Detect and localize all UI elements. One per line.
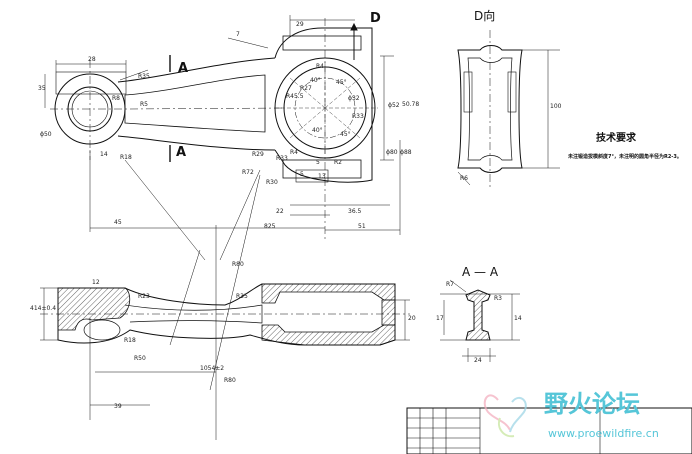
dim-label: 5: [300, 171, 304, 178]
top-view: [44, 15, 401, 440]
watermark-brand: 野火论坛: [544, 390, 640, 418]
dim-label: R18: [120, 154, 132, 161]
dim-label: R3: [494, 295, 502, 302]
dim-label: R29: [252, 151, 264, 158]
dim-label: 45: [114, 219, 122, 226]
view-d-title: D向: [474, 9, 496, 23]
dim-label: 14: [514, 315, 522, 322]
dim-label: 1054±2: [200, 365, 225, 372]
dim-label: 5: [316, 159, 320, 166]
dim-label: R80: [232, 261, 244, 268]
dim-label: R7: [446, 281, 454, 288]
dim-label: R8: [112, 95, 120, 102]
dim-label: 50.78: [402, 101, 420, 108]
dim-label: R27: [300, 85, 312, 92]
section-aa-profile: [465, 289, 491, 341]
big-end-outline: [274, 27, 373, 183]
dim-label: 100: [550, 103, 562, 110]
dim-label: R50: [134, 355, 146, 362]
shank-outline: [117, 57, 276, 151]
watermark-logo-icon: [483, 394, 527, 438]
dim-label: ϕ80: [386, 149, 398, 156]
dim-label: 17: [436, 315, 444, 322]
dim-label: 22: [276, 208, 284, 215]
dim-label: 7: [236, 31, 240, 38]
dim-label: 45°: [340, 131, 351, 138]
dim-label: R18: [124, 337, 136, 344]
front-view: [40, 283, 410, 420]
dim-label: R2: [334, 159, 342, 166]
watermark-url: www.proewildfire.cn: [548, 427, 659, 440]
d-view: [457, 30, 560, 190]
dim-label: R33: [352, 113, 364, 120]
dim-label: R72: [242, 169, 254, 176]
dim-label: R23: [138, 293, 150, 300]
dim-label: 825: [264, 223, 276, 230]
tech-requirements-note: 未注锻造拔模斜度7°，未注明的圆角半径为R2-3。: [568, 154, 682, 160]
dim-label: 45°: [336, 79, 347, 86]
dim-label: 36.5: [348, 208, 362, 215]
dim-label: 40°: [312, 127, 323, 134]
dim-label: 12: [92, 279, 100, 286]
dim-label: R4: [316, 63, 324, 70]
section-a-mark-lower: A: [176, 145, 187, 160]
dim-label: ϕ52: [388, 102, 400, 109]
dim-label: R35: [236, 293, 248, 300]
title-block: [406, 407, 692, 454]
dim-label: 414±0.4: [30, 305, 57, 312]
dim-label: R6: [460, 175, 468, 182]
dim-label: R45.5: [286, 93, 304, 100]
section-aa-title: A — A: [462, 265, 499, 279]
dim-label: 28: [88, 56, 96, 63]
dim-label: ϕ88: [400, 149, 412, 156]
dim-label: R30: [266, 179, 278, 186]
dim-label: 29: [296, 21, 304, 28]
section-aa: [440, 279, 520, 362]
dim-label: R4: [290, 149, 298, 156]
dim-label: 14: [100, 151, 108, 158]
front-view-outline: [57, 283, 396, 346]
tech-requirements-title: 技术要求: [596, 133, 636, 144]
dim-label: 20: [408, 315, 416, 322]
view-d-arrow-label: D: [370, 11, 381, 26]
dim-label: R33: [276, 155, 288, 162]
dim-label: R80: [224, 377, 236, 384]
dim-label: 35: [38, 85, 46, 92]
dim-label: 51: [358, 223, 366, 230]
section-a-mark-upper: A: [178, 61, 189, 76]
dim-label: 39: [114, 403, 122, 410]
dim-label: 13: [318, 173, 326, 180]
dim-label: R5: [140, 101, 148, 108]
dim-label: 40°: [310, 77, 321, 84]
dim-label: ϕ32: [348, 95, 360, 102]
dim-label: R35: [138, 73, 150, 80]
dim-label: ϕ50: [40, 131, 52, 138]
dim-label: 24: [474, 357, 482, 364]
